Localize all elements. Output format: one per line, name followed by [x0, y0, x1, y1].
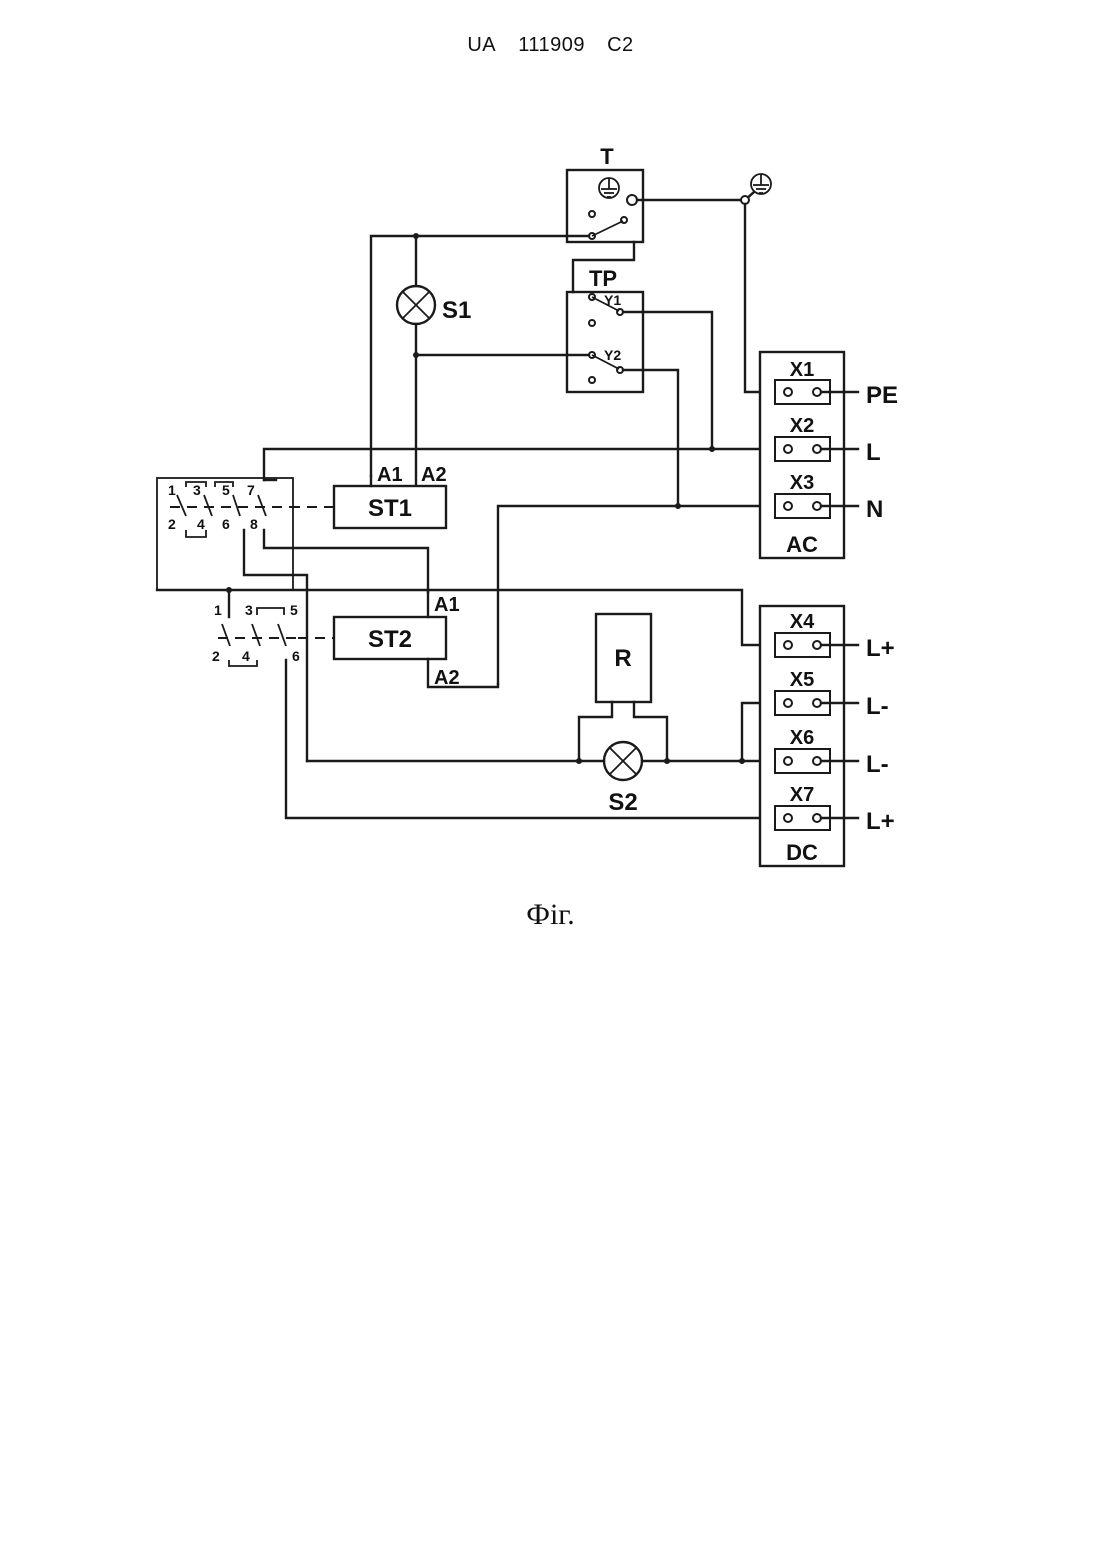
sw2-c5: 5 [290, 602, 298, 618]
label-AC: AC [786, 532, 818, 557]
label-L: L [866, 439, 881, 466]
sw1-c7: 7 [247, 482, 255, 498]
contactor-ST1: ST1 A1 A2 [334, 464, 447, 528]
label-X5-pol: L- [866, 693, 889, 720]
label-DC: DC [786, 840, 818, 865]
sw1-c1: 1 [168, 482, 176, 498]
switch-block-2: 1 3 5 2 4 6 [212, 587, 780, 818]
label-ST1: ST1 [368, 495, 412, 522]
label-ST2-A2: A2 [434, 667, 460, 689]
label-X1: X1 [790, 359, 814, 381]
sw2-c3: 3 [245, 602, 253, 618]
label-T: T [600, 144, 614, 169]
sw1-c8: 8 [250, 516, 258, 532]
sw1-c4: 4 [197, 516, 205, 532]
label-TP: TP [589, 266, 617, 291]
terminal-block-AC: X1 X2 X3 AC [760, 352, 844, 558]
sw1-c6: 6 [222, 516, 230, 532]
label-X2: X2 [790, 415, 814, 437]
label-ST1-A1: A1 [377, 464, 403, 486]
label-X6-pol: L- [866, 751, 889, 778]
figure-caption: Фіг. [0, 898, 1101, 932]
sw2-c2: 2 [212, 648, 220, 664]
thermostat-block-T: T [567, 144, 643, 242]
label-S2: S2 [608, 789, 637, 816]
sw2-c1: 1 [214, 602, 222, 618]
label-R: R [614, 645, 631, 672]
lamp-S1-icon [397, 286, 435, 324]
sw1-c2: 2 [168, 516, 176, 532]
label-X5: X5 [790, 669, 814, 691]
label-PE: PE [866, 382, 898, 409]
label-X7-pol: L+ [866, 808, 895, 835]
contactor-ST2: ST2 A1 A2 [334, 594, 460, 689]
label-X6: X6 [790, 727, 814, 749]
sw2-c6: 6 [292, 648, 300, 664]
label-S1: S1 [442, 297, 471, 324]
label-Y1: Y1 [604, 292, 621, 308]
label-X4-pol: L+ [866, 635, 895, 662]
label-X3: X3 [790, 472, 814, 494]
label-X4: X4 [790, 611, 815, 633]
label-ST1-A2: A2 [421, 464, 447, 486]
label-ST2-A1: A1 [434, 594, 460, 616]
switch-block-1: 1 3 5 7 2 4 6 8 [157, 478, 307, 761]
label-Y2: Y2 [604, 347, 621, 363]
relay-block-TP: TP Y1 Y2 [567, 266, 643, 392]
label-X7: X7 [790, 784, 814, 806]
lamp-S2-icon [604, 742, 642, 780]
label-N: N [866, 496, 883, 523]
sw1-c3: 3 [193, 482, 201, 498]
resistor-R: R [596, 614, 651, 702]
label-ST2: ST2 [368, 626, 412, 653]
sw1-c5: 5 [222, 482, 230, 498]
sw2-c4: 4 [242, 648, 250, 664]
